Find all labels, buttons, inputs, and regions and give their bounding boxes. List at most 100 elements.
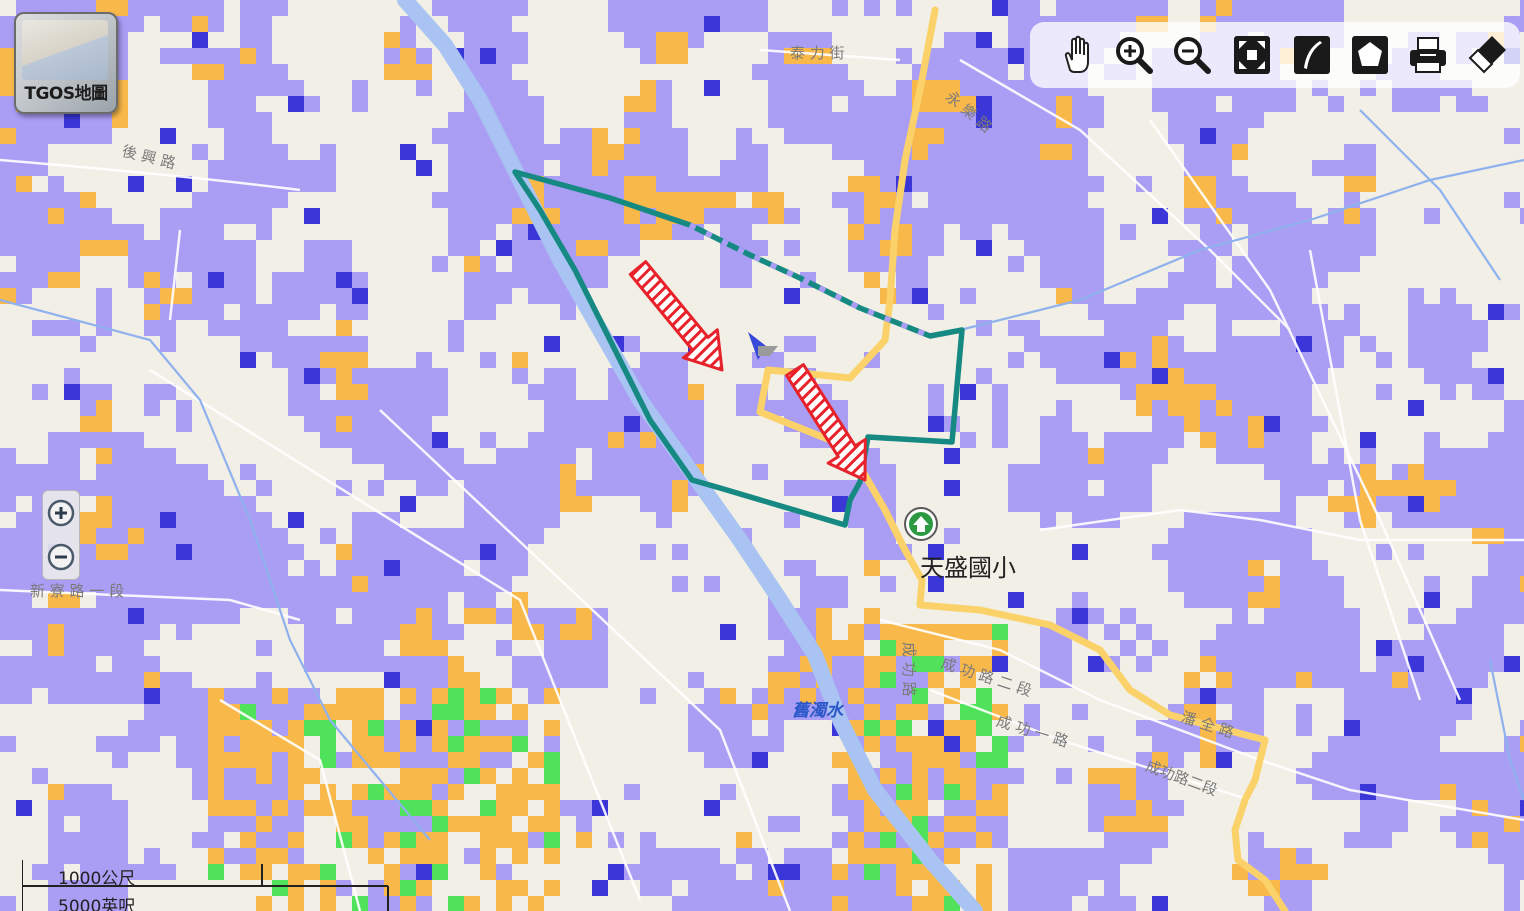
landuse-cell <box>96 608 112 624</box>
landuse-cell <box>384 528 400 544</box>
landuse-cell <box>128 640 144 656</box>
landuse-cell <box>800 64 816 80</box>
landuse-cell <box>384 544 400 560</box>
landuse-cell <box>400 896 416 911</box>
landuse-cell <box>48 640 64 656</box>
landuse-cell <box>768 720 784 736</box>
landuse-cell <box>624 464 640 480</box>
landuse-cell <box>912 160 928 176</box>
landuse-cell <box>1376 688 1392 704</box>
landuse-cell <box>944 480 960 496</box>
landuse-cell <box>1120 352 1136 368</box>
landuse-cell <box>848 848 864 864</box>
landuse-cell <box>832 656 848 672</box>
landuse-cell <box>896 704 912 720</box>
landuse-cell <box>944 720 960 736</box>
landuse-cell <box>160 272 176 288</box>
landuse-cell <box>976 816 992 832</box>
landuse-cell <box>1168 384 1184 400</box>
landuse-cell <box>1040 192 1056 208</box>
landuse-cell <box>1456 304 1472 320</box>
landuse-cell <box>1312 416 1328 432</box>
measure-area-icon[interactable] <box>1346 32 1394 78</box>
landuse-cell <box>1232 368 1248 384</box>
landuse-cell <box>1296 336 1312 352</box>
zoom-in-button[interactable] <box>47 499 75 527</box>
tgos-logo-button[interactable]: TGOS地圖 <box>14 12 118 114</box>
zoom-out-button[interactable] <box>47 543 75 571</box>
landuse-cell <box>944 144 960 160</box>
measure-line-icon[interactable] <box>1288 32 1336 78</box>
landuse-cell <box>208 0 224 16</box>
landuse-cell <box>688 736 704 752</box>
landuse-cell <box>1216 640 1232 656</box>
landuse-cell <box>288 544 304 560</box>
landuse-cell <box>208 192 224 208</box>
landuse-cell <box>432 816 448 832</box>
landuse-cell <box>784 128 800 144</box>
zoom-in-icon[interactable] <box>1110 32 1158 78</box>
landuse-cell <box>256 304 272 320</box>
landuse-cell <box>976 880 992 896</box>
landuse-cell <box>1488 832 1504 848</box>
landuse-cell <box>1328 0 1344 16</box>
landuse-cell <box>1504 304 1520 320</box>
landuse-cell <box>1168 800 1184 816</box>
landuse-cell <box>208 224 224 240</box>
landuse-cell <box>672 144 688 160</box>
landuse-cell <box>96 432 112 448</box>
landuse-cell <box>1328 256 1344 272</box>
landuse-cell <box>1360 144 1376 160</box>
landuse-cell <box>368 784 384 800</box>
print-icon[interactable] <box>1404 32 1452 78</box>
landuse-cell <box>576 192 592 208</box>
landuse-cell <box>1408 304 1424 320</box>
landuse-cell <box>1360 512 1376 528</box>
landuse-cell <box>1200 128 1216 144</box>
landuse-cell <box>608 240 624 256</box>
landuse-cell <box>416 896 432 911</box>
landuse-cell <box>960 384 976 400</box>
landuse-cell <box>256 672 272 688</box>
landuse-cell <box>192 512 208 528</box>
eraser-icon[interactable] <box>1462 32 1510 78</box>
landuse-cell <box>1008 880 1024 896</box>
landuse-cell <box>544 512 560 528</box>
landuse-cell <box>0 592 16 608</box>
landuse-cell <box>1200 640 1216 656</box>
landuse-cell <box>1264 0 1280 16</box>
landuse-cell <box>1008 848 1024 864</box>
full-extent-icon[interactable] <box>1228 32 1276 78</box>
landuse-cell <box>416 704 432 720</box>
landuse-cell <box>272 848 288 864</box>
landuse-cell <box>528 96 544 112</box>
landuse-cell <box>496 96 512 112</box>
landuse-cell <box>1440 640 1456 656</box>
landuse-cell <box>1040 208 1056 224</box>
landuse-cell <box>720 784 736 800</box>
landuse-cell <box>928 192 944 208</box>
landuse-cell <box>240 800 256 816</box>
landuse-cell <box>1504 656 1520 672</box>
landuse-cell <box>1280 208 1296 224</box>
zoom-out-icon[interactable] <box>1168 32 1216 78</box>
landuse-cell <box>1456 784 1472 800</box>
landuse-cell <box>1056 96 1072 112</box>
landuse-cell <box>1280 480 1296 496</box>
landuse-cell <box>688 32 704 48</box>
landuse-cell <box>208 272 224 288</box>
landuse-cell <box>752 160 768 176</box>
landuse-cell <box>1088 0 1104 16</box>
red-arrow-icon <box>785 363 867 482</box>
landuse-cell <box>752 752 768 768</box>
landuse-cell <box>432 720 448 736</box>
landuse-cell <box>832 864 848 880</box>
pan-hand-icon[interactable] <box>1052 32 1100 78</box>
landuse-cell <box>976 752 992 768</box>
landuse-cell <box>1216 432 1232 448</box>
landuse-cell <box>1152 288 1168 304</box>
landuse-cell <box>0 608 16 624</box>
landuse-cell <box>1408 96 1424 112</box>
landuse-cell <box>1232 128 1248 144</box>
